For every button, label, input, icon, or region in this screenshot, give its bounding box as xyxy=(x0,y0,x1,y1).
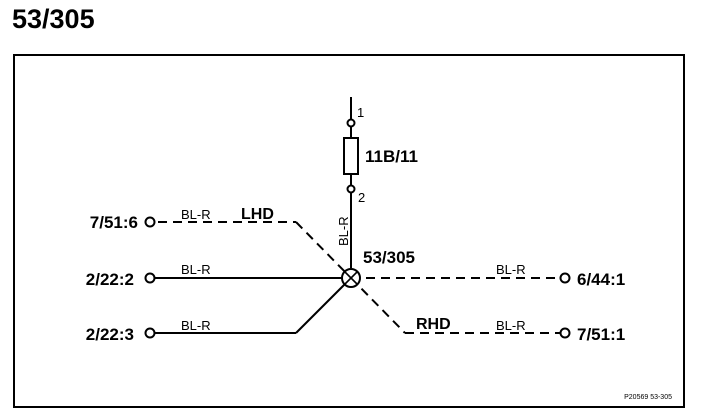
fuse-pin-1-terminal xyxy=(346,118,356,128)
page-title: 53/305 xyxy=(12,4,95,34)
connector-2-22-3-label: 2/22:3 xyxy=(86,325,134,344)
connector-7-51-1-terminal xyxy=(559,327,571,339)
connector-2-22-3-terminal xyxy=(144,327,156,339)
splice-cross-b xyxy=(344,271,358,285)
lhd-wire-diagonal xyxy=(295,221,352,279)
left-mid-wire-label: BL-R xyxy=(181,262,211,277)
fuse-pin-1-label: 1 xyxy=(357,105,364,120)
right-lower-wire-label: BL-R xyxy=(496,318,526,333)
right-upper-wire-label: BL-R xyxy=(496,262,526,277)
connector-2-22-2-terminal xyxy=(144,272,156,284)
fuse-pin-2-label: 2 xyxy=(358,190,365,205)
diagram-frame xyxy=(13,54,685,408)
left-low-wire-diagonal xyxy=(295,277,352,334)
connector-7-51-6-label: 7/51:6 xyxy=(90,213,138,232)
rhd-wire-diagonal xyxy=(350,277,406,334)
connector-7-51-6-terminal xyxy=(144,216,156,228)
vertical-wire-label: BL-R xyxy=(336,216,351,246)
rhd-variant-label: RHD xyxy=(416,316,451,333)
lhd-wire-label: BL-R xyxy=(181,207,211,222)
connector-6-44-1-label: 6/44:1 xyxy=(577,270,625,289)
connector-2-22-2-label: 2/22:2 xyxy=(86,270,134,289)
connector-7-51-1-label: 7/51:1 xyxy=(577,325,625,344)
left-low-wire-label: BL-R xyxy=(181,318,211,333)
splice-label: 53/305 xyxy=(363,248,415,267)
connector-6-44-1-terminal xyxy=(559,272,571,284)
fuse-label: 11B/11 xyxy=(365,147,418,166)
fuse-pin-2-terminal xyxy=(346,184,356,194)
fuse-symbol xyxy=(343,137,359,175)
reference-code: P20569 53-305 xyxy=(624,394,672,401)
lhd-variant-label: LHD xyxy=(241,206,274,223)
